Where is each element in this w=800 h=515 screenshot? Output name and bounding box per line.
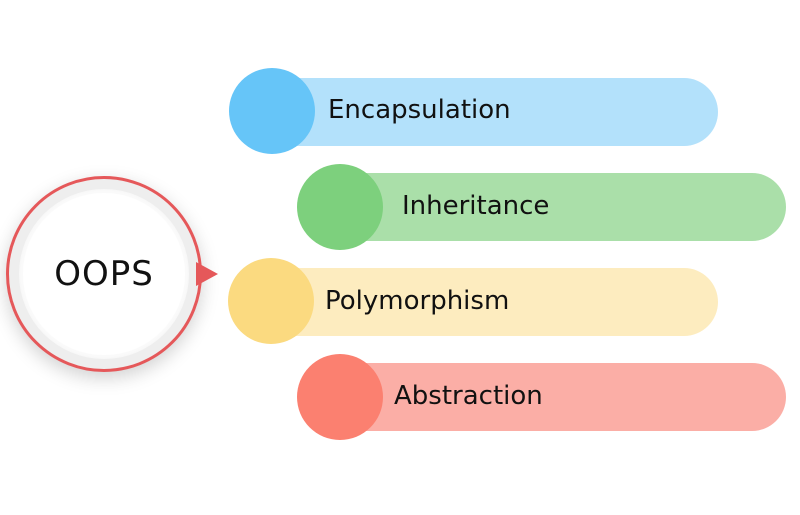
encapsulation-bar: [240, 78, 718, 146]
hub-pointer-arrow-icon: [196, 262, 218, 286]
polymorphism-label: Polymorphism: [325, 286, 510, 316]
inheritance-label: Inheritance: [402, 191, 550, 221]
abstraction-dot-icon: [297, 354, 383, 440]
polymorphism-bar: [240, 268, 718, 336]
encapsulation-label: Encapsulation: [328, 95, 511, 125]
encapsulation-dot-icon: [229, 68, 315, 154]
abstraction-label: Abstraction: [394, 381, 543, 411]
oops-hub-label: OOPS: [54, 254, 154, 294]
inheritance-dot-icon: [297, 164, 383, 250]
oops-hub-circle: OOPS: [6, 176, 202, 372]
oops-hub-inner: OOPS: [23, 193, 185, 355]
abstraction-bar: [308, 363, 786, 431]
inheritance-bar: [308, 173, 786, 241]
polymorphism-dot-icon: [228, 258, 314, 344]
